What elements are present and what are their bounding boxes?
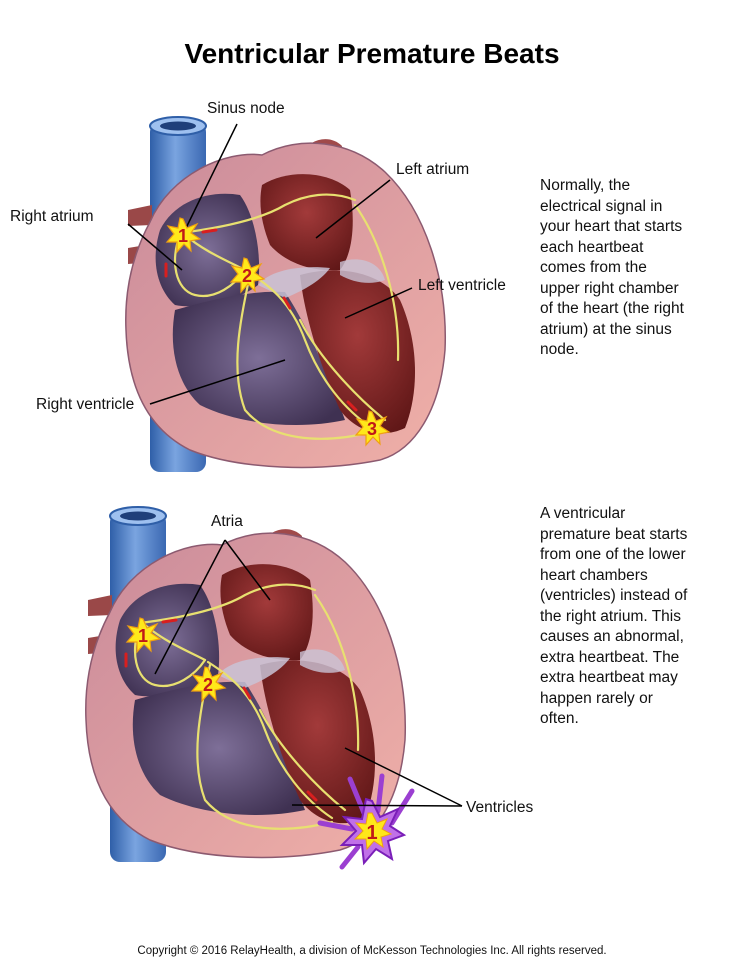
description-vpb: A ventricular premature beat starts from… <box>540 505 688 727</box>
marker-number-3: 3 <box>367 419 377 439</box>
label-ventricles: Ventricles <box>466 799 534 816</box>
label-left-atrium: Left atrium <box>396 161 470 178</box>
label-right-atrium: Right atrium <box>10 208 94 225</box>
ectopic-burst-icon <box>317 773 415 870</box>
panel2-leader-lines <box>154 539 463 807</box>
marker-number-2: 2 <box>242 266 252 286</box>
label-left-ventricle: Left ventricle <box>418 277 506 294</box>
label-atria: Atria <box>211 513 243 530</box>
marker-number-1-vpb: 1 <box>138 626 148 646</box>
description-normal: Normally, the electrical signal in your … <box>540 177 684 358</box>
heart-illustration-vpb <box>84 505 407 864</box>
label-sinus-node: Sinus node <box>207 100 285 117</box>
label-right-ventricle: Right ventricle <box>36 396 135 413</box>
copyright-notice: Copyright © 2016 RelayHealth, a division… <box>137 945 607 957</box>
marker-number-ectopic: 1 <box>366 822 377 844</box>
panel1-leader-lines <box>127 123 413 405</box>
page-title: Ventricular Premature Beats <box>184 38 560 69</box>
marker-number-1: 1 <box>178 226 188 246</box>
marker-number-2-vpb: 2 <box>203 675 213 695</box>
